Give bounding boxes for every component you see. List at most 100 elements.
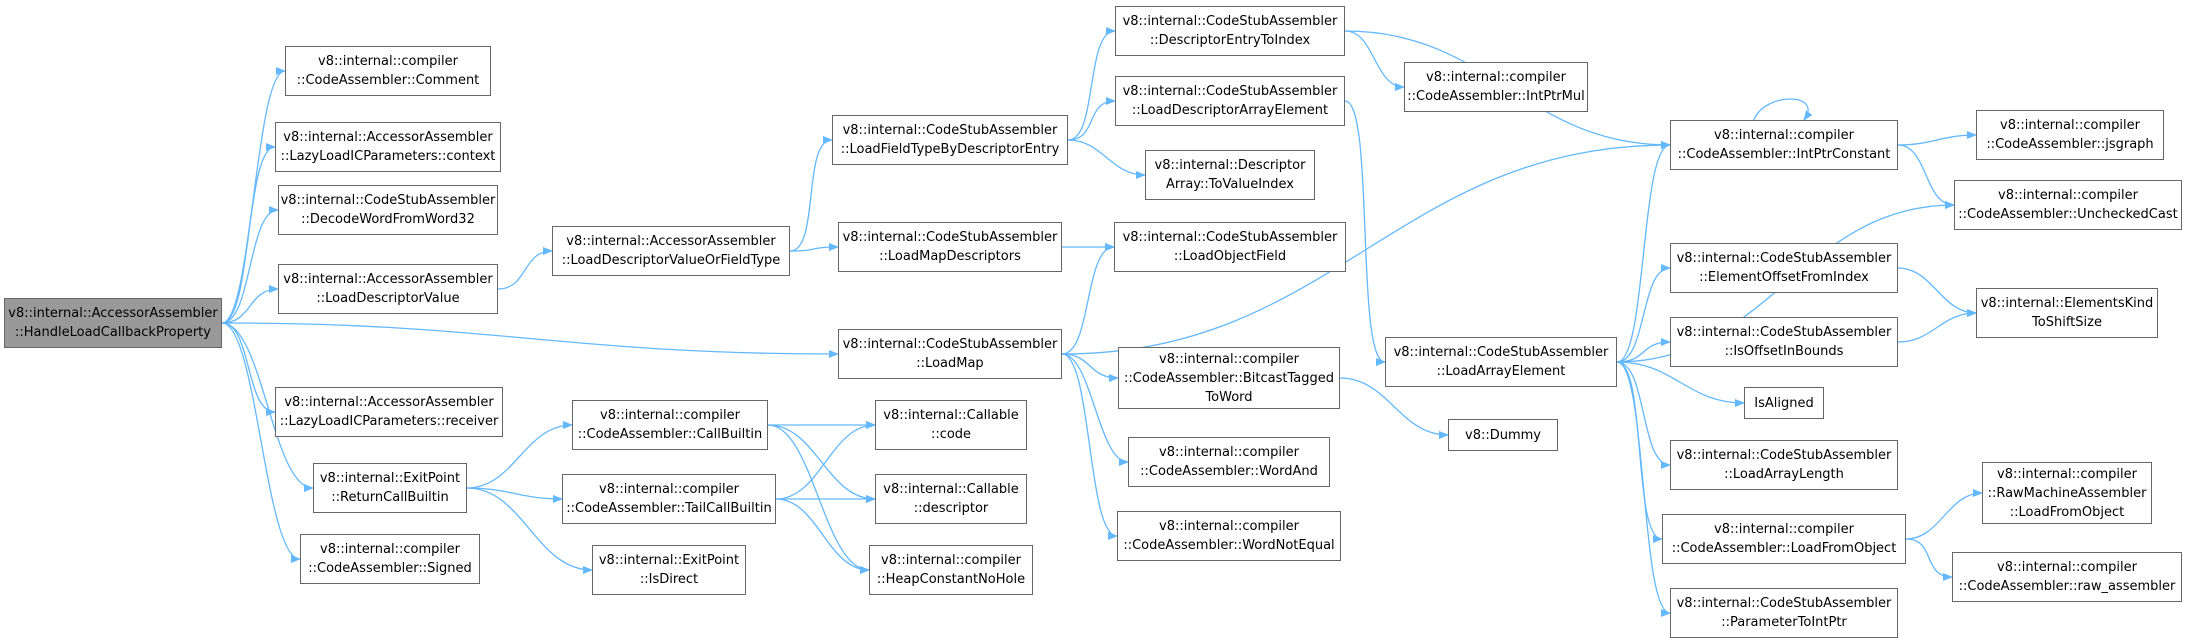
graph-edge bbox=[1897, 267, 1977, 317]
graph-node-lazy-receiver[interactable]: v8::internal::AccessorAssembler::LazyLoa… bbox=[275, 387, 503, 437]
graph-node-load-array-element[interactable]: v8::internal::CodeStubAssembler::LoadArr… bbox=[1385, 337, 1617, 387]
node-label-line: v8::internal::compiler bbox=[1714, 128, 1854, 143]
graph-edge bbox=[1061, 353, 1119, 382]
graph-edge bbox=[466, 487, 593, 574]
node-label-line: ::DecodeWordFromWord32 bbox=[301, 212, 475, 227]
graph-node-load-object-field[interactable]: v8::internal::CodeStubAssembler::LoadObj… bbox=[1114, 222, 1346, 272]
graph-node-load-array-length[interactable]: v8::internal::CodeStubAssembler::LoadArr… bbox=[1670, 440, 1898, 490]
node-label-line: ::LoadDescriptorValueOrFieldType bbox=[561, 253, 781, 268]
node-label-line: ::CodeAssembler::TailCallBuiltin bbox=[566, 501, 772, 516]
node-label-line: ::LoadFieldTypeByDescriptorEntry bbox=[840, 142, 1060, 157]
graph-node-word-not-equal[interactable]: v8::internal::compiler::CodeAssembler::W… bbox=[1117, 511, 1341, 561]
graph-node-callable-code[interactable]: v8::internal::Callable::code bbox=[875, 400, 1027, 450]
graph-edge bbox=[1339, 377, 1449, 439]
node-label-line: v8::internal::ElementsKind bbox=[1980, 296, 2154, 311]
node-label-line: ::CodeAssembler::jsgraph bbox=[1986, 137, 2154, 152]
graph-edge bbox=[1061, 141, 1671, 355]
node-label-line: v8::internal::compiler bbox=[1159, 351, 1299, 367]
graph-edge bbox=[1897, 131, 1977, 146]
graph-node-unchecked-cast[interactable]: v8::internal::compiler::CodeAssembler::U… bbox=[1954, 180, 2182, 230]
graph-node-call-builtin[interactable]: v8::internal::compiler::CodeAssembler::C… bbox=[572, 400, 768, 450]
node-label-line: v8::internal::CodeStubAssembler bbox=[280, 193, 496, 208]
graph-node-elem-offset[interactable]: v8::internal::CodeStubAssembler::Element… bbox=[1670, 243, 1898, 293]
graph-node-intptr-constant[interactable]: v8::internal::compiler::CodeAssembler::I… bbox=[1670, 120, 1898, 170]
node-label-line: ::ReturnCallBuiltin bbox=[331, 490, 449, 505]
graph-node-dummy[interactable]: v8::Dummy bbox=[1448, 419, 1558, 451]
node-label-line: v8::internal::CodeStubAssembler bbox=[1676, 251, 1892, 266]
graph-edge bbox=[221, 322, 276, 416]
graph-edge bbox=[221, 322, 839, 358]
graph-edge bbox=[221, 322, 301, 563]
graph-edge bbox=[1061, 353, 1129, 466]
node-label-line: ::CodeAssembler::UncheckedCast bbox=[1958, 207, 2178, 222]
graph-node-intptr-mul[interactable]: v8::internal::compiler::CodeAssembler::I… bbox=[1404, 62, 1588, 112]
graph-node-bitcast[interactable]: v8::internal::compiler::CodeAssembler::B… bbox=[1118, 347, 1340, 409]
graph-edge bbox=[1061, 353, 1118, 540]
graph-edge bbox=[767, 424, 876, 503]
graph-node-comment[interactable]: v8::internal::compiler::CodeAssembler::C… bbox=[285, 46, 491, 96]
graph-node-heap-constant[interactable]: v8::internal::compiler::HeapConstantNoHo… bbox=[869, 545, 1033, 595]
node-label-line: v8::internal::CodeStubAssembler bbox=[1122, 84, 1338, 99]
node-label-line: ::LazyLoadICParameters::receiver bbox=[279, 414, 499, 429]
node-label-line: v8::internal::CodeStubAssembler bbox=[1122, 230, 1338, 245]
graph-node-decode-word[interactable]: v8::internal::CodeStubAssembler::DecodeW… bbox=[278, 185, 498, 235]
graph-edge bbox=[1905, 489, 1983, 540]
graph-node-load-desc-value-or-ft[interactable]: v8::internal::AccessorAssembler::LoadDes… bbox=[552, 226, 790, 276]
graph-node-load-map-descriptors[interactable]: v8::internal::CodeStubAssembler::LoadMap… bbox=[838, 222, 1062, 272]
graph-edge bbox=[789, 136, 833, 252]
graph-node-tail-call-builtin[interactable]: v8::internal::compiler::CodeAssembler::T… bbox=[562, 474, 776, 524]
node-label-line: ::LoadMapDescriptors bbox=[879, 249, 1021, 264]
node-label-line: ::ElementOffsetFromIndex bbox=[1699, 270, 1869, 285]
graph-edge bbox=[1616, 361, 1671, 617]
graph-edge bbox=[1067, 27, 1116, 141]
graph-node-lazy-context[interactable]: v8::internal::AccessorAssembler::LazyLoa… bbox=[275, 122, 501, 172]
node-label-line: v8::internal::compiler bbox=[600, 408, 740, 423]
node-label-line: v8::internal::Callable bbox=[883, 482, 1019, 497]
node-label-line: ::DescriptorEntryToIndex bbox=[1149, 33, 1311, 48]
graph-node-load-desc-value[interactable]: v8::internal::AccessorAssembler::LoadDes… bbox=[278, 264, 498, 314]
node-label-line: ::CodeAssembler::IntPtrMul bbox=[1407, 89, 1585, 104]
node-label-line: ::ParameterToIntPtr bbox=[1721, 615, 1847, 630]
node-label-line: ::CodeAssembler::raw_assembler bbox=[1958, 579, 2176, 594]
node-label-line: v8::internal::CodeStubAssembler bbox=[1676, 448, 1892, 463]
graph-node-word-and[interactable]: v8::internal::compiler::CodeAssembler::W… bbox=[1128, 437, 1330, 487]
graph-edge bbox=[775, 498, 870, 574]
node-label-line: v8::internal::CodeStubAssembler bbox=[842, 337, 1058, 352]
node-label-line: v8::internal::compiler bbox=[1426, 70, 1566, 85]
node-label-line: v8::internal::compiler bbox=[1159, 445, 1299, 460]
graph-node-signed[interactable]: v8::internal::compiler::CodeAssembler::S… bbox=[300, 534, 480, 584]
node-label-line: ::LazyLoadICParameters::context bbox=[280, 149, 496, 164]
graph-node-return-call-builtin[interactable]: v8::internal::ExitPoint::ReturnCallBuilt… bbox=[313, 463, 467, 513]
node-label-line: ::CodeAssembler::LoadFromObject bbox=[1671, 541, 1897, 556]
graph-edge bbox=[1344, 100, 1386, 366]
graph-node-root[interactable]: v8::internal::AccessorAssembler::HandleL… bbox=[4, 298, 222, 348]
graph-edge bbox=[1061, 243, 1115, 355]
graph-edge bbox=[221, 322, 314, 492]
node-label-line: v8::internal::ExitPoint bbox=[319, 471, 461, 486]
graph-edge bbox=[221, 206, 279, 324]
graph-node-raw-load-from-object[interactable]: v8::internal::compiler::RawMachineAssemb… bbox=[1982, 462, 2152, 524]
graph-node-callable-descriptor[interactable]: v8::internal::Callable::descriptor bbox=[875, 474, 1027, 524]
node-label-line: v8::Dummy bbox=[1465, 427, 1541, 443]
node-label-line: ::CodeAssembler::BitcastTagged bbox=[1124, 370, 1334, 386]
graph-node-load-ft-by-desc[interactable]: v8::internal::CodeStubAssembler::LoadFie… bbox=[832, 115, 1068, 165]
graph-node-is-aligned[interactable]: IsAligned bbox=[1744, 387, 1824, 419]
node-label-line: ::HandleLoadCallbackProperty bbox=[15, 325, 211, 340]
graph-node-load-desc-array-elem[interactable]: v8::internal::CodeStubAssembler::LoadDes… bbox=[1115, 76, 1345, 126]
graph-node-jsgraph[interactable]: v8::internal::compiler::CodeAssembler::j… bbox=[1976, 110, 2164, 160]
node-label-line: ::CodeAssembler::WordNotEqual bbox=[1123, 538, 1335, 553]
graph-edge bbox=[1616, 141, 1671, 363]
graph-edge bbox=[1616, 338, 1671, 363]
graph-node-load-from-object[interactable]: v8::internal::compiler::CodeAssembler::L… bbox=[1662, 514, 1906, 564]
graph-node-is-offset-in-bounds[interactable]: v8::internal::CodeStubAssembler::IsOffse… bbox=[1670, 317, 1898, 367]
node-label-line: v8::internal::compiler bbox=[1997, 560, 2137, 575]
graph-node-param-to-intptr[interactable]: v8::internal::CodeStubAssembler::Paramet… bbox=[1670, 588, 1898, 638]
graph-edge bbox=[1616, 264, 1671, 363]
graph-node-is-direct[interactable]: v8::internal::ExitPoint::IsDirect bbox=[592, 545, 746, 595]
graph-node-raw-assembler[interactable]: v8::internal::compiler::CodeAssembler::r… bbox=[1952, 552, 2182, 602]
graph-node-load-map[interactable]: v8::internal::CodeStubAssembler::LoadMap bbox=[838, 329, 1062, 379]
graph-node-desc-entry-to-index[interactable]: v8::internal::CodeStubAssembler::Descrip… bbox=[1115, 6, 1345, 56]
